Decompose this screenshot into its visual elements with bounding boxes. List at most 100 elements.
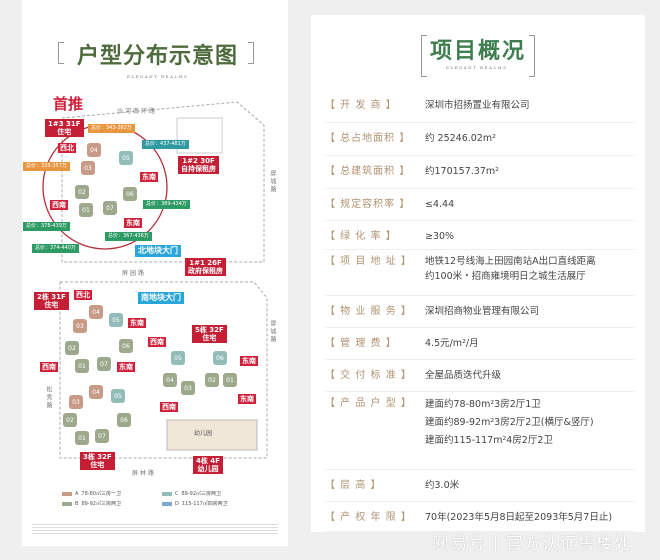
site-plan-map xyxy=(42,101,268,459)
orientation-tag: 东南 xyxy=(238,394,256,404)
row-label: 【 层 高 】 xyxy=(325,480,382,491)
price-label: 总价：389-434万 xyxy=(143,200,190,209)
unit-block: 06 xyxy=(118,338,134,354)
row-value-line: 地铁12号线海上田园南站A出口直线距离 xyxy=(425,256,596,267)
overview-row: 【 层 高 】 约3.0米 xyxy=(325,470,635,502)
overview-row: 【 产 品 户 型 】 建面约78-80m²3房2厅1卫建面约89-92m²3房2… xyxy=(325,392,635,470)
road-label: 屏林路 xyxy=(132,470,157,477)
unit-block: 02 xyxy=(204,372,220,388)
row-value-line: 约 25246.02m² xyxy=(425,133,496,144)
overview-row: 【 产 权 年 限 】 70年(2023年5月8日起至2093年5月7日止) xyxy=(325,502,635,532)
row-label: 【 管 理 费 】 xyxy=(325,338,397,349)
row-label: 【 绿 化 率 】 xyxy=(325,231,397,242)
unit-block: 03 xyxy=(80,160,96,176)
price-label: 总价：437-481万 xyxy=(142,140,189,149)
row-value-line: ≤4.44 xyxy=(425,199,455,210)
price-label: 总价：343-382万 xyxy=(88,124,135,133)
bracket-right xyxy=(248,42,254,64)
building-label: 3栋 32F 住宅 xyxy=(80,452,115,470)
orientation-tag: 西南 xyxy=(50,200,68,210)
row-value-line: 建面约89-92m²3房2厅2卫(横厅&竖厅) xyxy=(425,417,594,428)
row-label: 【 产 权 年 限 】 xyxy=(325,512,412,523)
unit-block: 01 xyxy=(222,372,238,388)
building-outline xyxy=(176,117,223,154)
row-label: 【 产 品 户 型 】 xyxy=(325,398,412,409)
row-value-line: 建面约115-117m²4房2厅2卫 xyxy=(425,435,553,446)
overview-title: 项目概况 xyxy=(429,39,526,64)
row-value: 约 25246.02m² xyxy=(425,131,496,155)
unit-block: 05 xyxy=(110,388,126,404)
row-value-line: 4.5元/m²/月 xyxy=(425,338,479,349)
row-value: 70年(2023年5月8日起至2093年5月7日止) xyxy=(425,510,612,531)
row-value: 约170157.37m² xyxy=(425,164,499,188)
disclaimer-fine-print xyxy=(32,522,278,536)
unit-block: 01 xyxy=(78,202,94,218)
price-label: 总价：335-357万 xyxy=(23,162,70,171)
overview-row: 【 项 目 地 址 】 地铁12号线海上田园南站A出口直线距离约100米・招商雍境… xyxy=(325,250,635,296)
unit-block: 04 xyxy=(86,142,102,158)
orientation-tag: 东南 xyxy=(240,356,258,366)
orientation-tag: 西南 xyxy=(40,362,58,372)
row-value: ≤4.44 xyxy=(425,197,454,220)
row-label: 【 总占地面积 】 xyxy=(325,133,411,144)
subtitle: ELEGANT REALMS xyxy=(446,65,508,70)
orientation-tag: 东南 xyxy=(128,318,146,328)
orientation-tag: 东南 xyxy=(140,172,158,182)
price-label: 总价：378-439万 xyxy=(23,222,70,231)
bracket-left xyxy=(58,42,64,64)
unit-block: 01 xyxy=(74,358,90,374)
price-label: 总价：374-440万 xyxy=(32,244,79,253)
unit-block: 05 xyxy=(108,312,124,328)
row-value: 约3.0米 xyxy=(425,478,459,501)
bracket-right xyxy=(529,35,535,77)
overview-row: 【 管 理 费 】 4.5元/m²/月 xyxy=(325,328,635,360)
unit-block: 07 xyxy=(102,200,118,216)
unit-block: 05 xyxy=(170,350,186,366)
row-value-line: 全屋品质迭代升级 xyxy=(425,370,502,381)
road-label: 沙河南环路 xyxy=(117,108,158,115)
unit-block: 04 xyxy=(162,372,178,388)
orientation-tag: 东南 xyxy=(117,362,135,372)
building-label: 5栋 32F 住宅 xyxy=(192,325,227,343)
building-label: 4栋 4F 幼儿园 xyxy=(193,456,223,474)
overview-row: 【 总占地面积 】 约 25246.02m² xyxy=(325,123,635,156)
overview-row: 【 交 付 标 准 】 全屋品质迭代升级 xyxy=(325,360,635,392)
row-value-line: 约170157.37m² xyxy=(425,166,499,177)
row-value-line: 约100米・招商雍境明日之城生活展厅 xyxy=(425,271,586,282)
row-value: 4.5元/m²/月 xyxy=(425,336,479,359)
orientation-tag: 东南 xyxy=(124,218,142,228)
unit-block: 06 xyxy=(122,186,138,202)
price-label: 总价：367-436万 xyxy=(105,232,152,241)
row-label: 【 交 付 标 准 】 xyxy=(325,370,412,381)
row-label: 【 开 发 商 】 xyxy=(325,100,397,111)
row-value: ≥30% xyxy=(425,229,454,249)
building-label: 1#1 26F 政府保租房 xyxy=(185,258,226,276)
building-label: 2栋 31F 住宅 xyxy=(34,292,69,310)
subtitle: ELEGANT REALMS xyxy=(127,74,189,79)
row-value-line: 建面约78-80m²3房2厅1卫 xyxy=(425,399,541,410)
row-label: 【 规定容积率 】 xyxy=(325,199,411,210)
row-value-line: 约3.0米 xyxy=(425,480,460,491)
row-label: 【 项 目 地 址 】 xyxy=(325,256,412,267)
watermark: 网易号 | 官方认证售楼处 xyxy=(432,534,632,554)
unit-block: 03 xyxy=(72,318,88,334)
bracket-left xyxy=(421,35,427,77)
unit-block: 03 xyxy=(180,380,196,396)
row-value-line: ≥30% xyxy=(425,231,455,242)
orientation-tag: 西南 xyxy=(160,402,178,412)
north-gate-label: 北地块大门 xyxy=(135,245,181,257)
page-title: 户型分布示意图 xyxy=(77,44,239,69)
south-gate-label: 南地块大门 xyxy=(138,292,184,304)
orientation-tag: 西北 xyxy=(58,143,76,153)
unit-block: 03 xyxy=(68,394,84,410)
overview-row: 【 规定容积率 】 ≤4.44 xyxy=(325,189,635,221)
row-value: 深圳市招扬置业有限公司 xyxy=(425,98,530,122)
orientation-tag: 西南 xyxy=(148,337,166,347)
road-label: 松秀路 xyxy=(45,386,52,410)
building-label: 1#2 30F 自持保租房 xyxy=(178,156,219,174)
row-value: 全屋品质迭代升级 xyxy=(425,368,501,391)
